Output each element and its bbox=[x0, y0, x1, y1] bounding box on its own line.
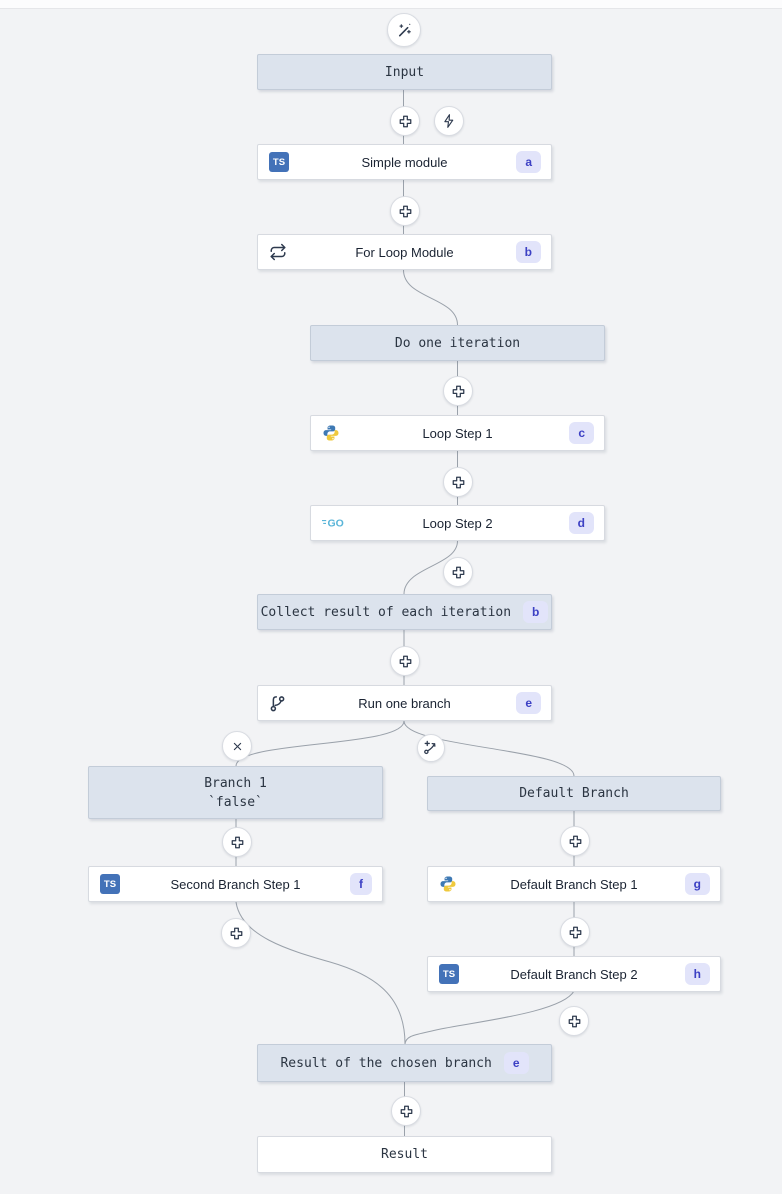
add-step-button[interactable] bbox=[391, 1096, 421, 1126]
step-id-badge: e bbox=[516, 692, 541, 714]
add-trigger-button[interactable] bbox=[434, 106, 464, 136]
add-step-button[interactable] bbox=[560, 826, 590, 856]
node-label: Loop Step 1 bbox=[422, 425, 493, 441]
add-step-button[interactable] bbox=[222, 827, 252, 857]
node-default-branch-step-1[interactable]: Default Branch Step 1 g bbox=[427, 866, 721, 902]
add-step-button[interactable] bbox=[443, 467, 473, 497]
node-label: Run one branch bbox=[358, 695, 451, 711]
branch-plus-icon bbox=[423, 740, 439, 756]
step-id-badge: a bbox=[516, 151, 541, 173]
node-label: Input bbox=[384, 64, 425, 80]
remove-branch-button[interactable] bbox=[222, 731, 252, 761]
node-label: Branch 1 bbox=[204, 775, 267, 791]
branch-condition: `false` bbox=[208, 794, 263, 810]
plus-icon bbox=[567, 1014, 582, 1029]
typescript-icon: TS bbox=[439, 964, 459, 984]
go-icon: GO bbox=[322, 516, 346, 530]
node-result-chosen-branch[interactable]: Result of the chosen branch e bbox=[257, 1044, 552, 1082]
wand-sparkles-icon bbox=[395, 21, 414, 40]
step-id-badge: b bbox=[523, 601, 549, 623]
node-result[interactable]: Result bbox=[257, 1136, 552, 1173]
node-label: Simple module bbox=[361, 154, 448, 170]
python-icon bbox=[439, 875, 457, 893]
step-id-badge: e bbox=[503, 1052, 529, 1074]
node-label: Second Branch Step 1 bbox=[170, 876, 301, 892]
zap-icon bbox=[441, 113, 457, 129]
x-icon bbox=[230, 739, 245, 754]
node-label: Do one iteration bbox=[394, 335, 521, 351]
node-loop-step-2[interactable]: GO Loop Step 2 d bbox=[310, 505, 605, 541]
node-label: Default Branch bbox=[519, 786, 629, 801]
add-step-button[interactable] bbox=[390, 196, 420, 226]
node-default-branch[interactable]: Default Branch bbox=[427, 776, 721, 811]
step-id-badge: h bbox=[684, 963, 710, 985]
step-id-badge: c bbox=[569, 422, 594, 444]
repeat-icon bbox=[269, 243, 287, 261]
node-input[interactable]: Input bbox=[257, 54, 552, 90]
node-branch-1[interactable]: Branch 1 `false` bbox=[88, 766, 383, 819]
node-loop-step-1[interactable]: Loop Step 1 c bbox=[310, 415, 605, 451]
typescript-icon: TS bbox=[269, 152, 289, 172]
step-id-badge: b bbox=[515, 241, 541, 263]
node-label: Loop Step 2 bbox=[422, 515, 493, 531]
plus-icon bbox=[398, 654, 413, 669]
plus-icon bbox=[398, 114, 413, 129]
node-second-branch-step-1[interactable]: TS Second Branch Step 1 f bbox=[88, 866, 383, 902]
python-icon bbox=[322, 424, 340, 442]
ai-flow-builder-button[interactable] bbox=[387, 13, 421, 47]
node-default-branch-step-2[interactable]: TS Default Branch Step 2 h bbox=[427, 956, 721, 992]
node-label: Collect result of each iteration bbox=[260, 604, 512, 620]
plus-icon bbox=[451, 565, 466, 580]
top-bar bbox=[0, 0, 782, 9]
plus-icon bbox=[230, 835, 245, 850]
add-step-button[interactable] bbox=[390, 106, 420, 136]
plus-icon bbox=[451, 384, 466, 399]
step-id-badge: f bbox=[350, 873, 372, 895]
add-branch-button[interactable] bbox=[417, 734, 445, 762]
git-branch-icon bbox=[269, 694, 288, 713]
node-run-one-branch[interactable]: Run one branch e bbox=[257, 685, 552, 721]
plus-icon bbox=[568, 925, 583, 940]
typescript-icon: TS bbox=[100, 874, 120, 894]
plus-icon bbox=[229, 926, 244, 941]
node-simple-module[interactable]: TS Simple module a bbox=[257, 144, 552, 180]
plus-icon bbox=[399, 1104, 414, 1119]
node-label: For Loop Module bbox=[355, 244, 454, 260]
add-step-button[interactable] bbox=[560, 917, 590, 947]
node-for-loop-module[interactable]: For Loop Module b bbox=[257, 234, 552, 270]
svg-text:GO: GO bbox=[328, 518, 344, 530]
add-step-button[interactable] bbox=[443, 376, 473, 406]
plus-icon bbox=[568, 834, 583, 849]
node-label: Result bbox=[381, 1147, 428, 1162]
step-id-badge: d bbox=[568, 512, 594, 534]
add-step-button[interactable] bbox=[390, 646, 420, 676]
add-step-button[interactable] bbox=[221, 918, 251, 948]
node-collect-result[interactable]: Collect result of each iteration b bbox=[257, 594, 552, 630]
node-label: Default Branch Step 1 bbox=[510, 876, 638, 892]
add-step-button[interactable] bbox=[443, 557, 473, 587]
step-id-badge: g bbox=[684, 873, 710, 895]
node-label: Result of the chosen branch bbox=[280, 1055, 492, 1071]
add-step-button[interactable] bbox=[559, 1006, 589, 1036]
plus-icon bbox=[398, 204, 413, 219]
plus-icon bbox=[451, 475, 466, 490]
node-label: Default Branch Step 2 bbox=[510, 966, 638, 982]
node-do-one-iteration[interactable]: Do one iteration bbox=[310, 325, 605, 361]
